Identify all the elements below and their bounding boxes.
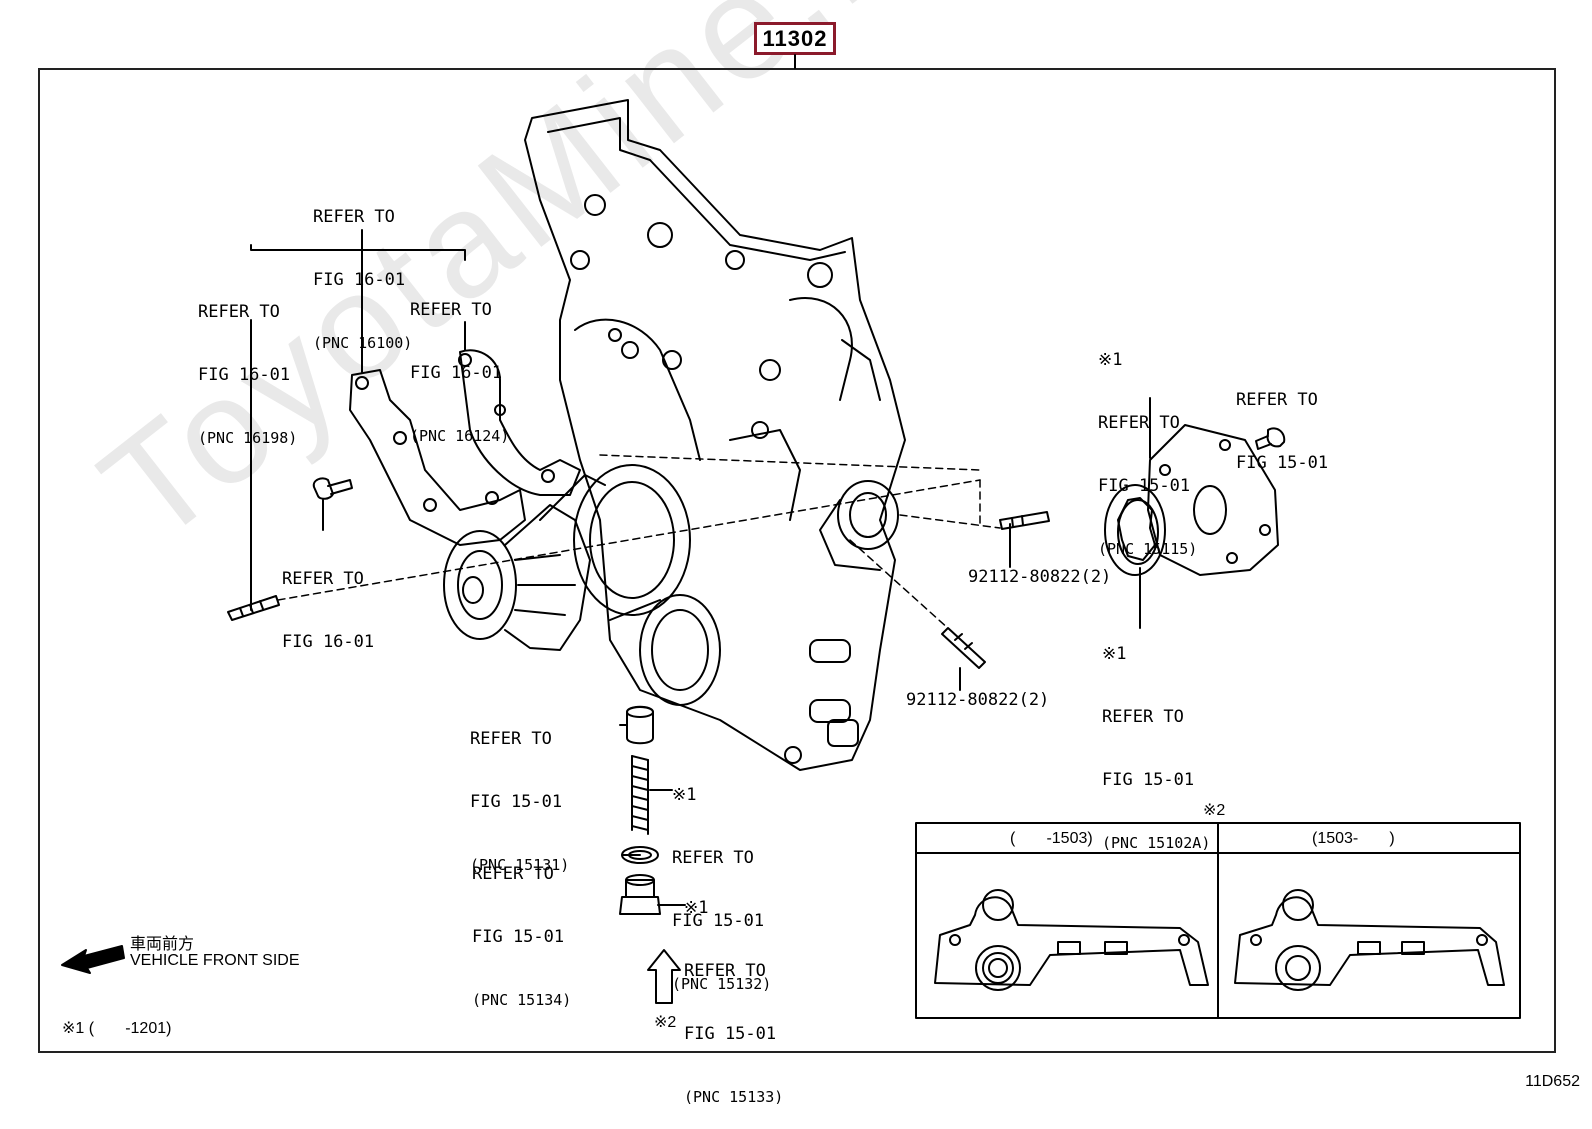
- up-arrow: [647, 949, 681, 1004]
- relief-spring: [631, 755, 649, 835]
- callout-line2: FIG 15-01: [672, 911, 765, 931]
- callout-line1: REFER TO: [410, 300, 492, 320]
- callout-line2: FIG 15-01: [1236, 453, 1329, 473]
- oil-pump-rotor: [1104, 484, 1166, 576]
- gasket-center: [458, 349, 581, 496]
- callout-relief-spring[interactable]: ※1 REFER TO FIG 15-01 (PNC 15132): [672, 743, 771, 1016]
- callout-line2: FIG 15-01: [1102, 770, 1195, 790]
- diagram-frame: [38, 68, 1556, 1053]
- callout-pump-bolt[interactable]: REFER TO FIG 15-01: [1236, 348, 1328, 495]
- water-pump: [443, 474, 606, 651]
- callout-line1: REFER TO: [672, 848, 754, 868]
- callout-line1: REFER TO: [684, 961, 766, 981]
- callout-relief-valve[interactable]: REFER TO FIG 15-01 (PNC 15131): [470, 687, 569, 897]
- stud-lower: [941, 627, 986, 669]
- part-number-stud-lower[interactable]: 92112-80822(2): [906, 690, 1050, 710]
- callout-gasket-main[interactable]: REFER TO FIG 16-01 (PNC 16100): [313, 165, 412, 375]
- callout-mark: ※1: [1102, 644, 1127, 664]
- timing-cover: [524, 99, 906, 771]
- callout-bolt-pump[interactable]: REFER TO FIG 16-01: [282, 527, 374, 674]
- bolt-pump-left: [312, 477, 353, 500]
- direction-label-en: VEHICLE FRONT SIDE: [130, 952, 300, 969]
- callout-line2: FIG 16-01: [282, 632, 375, 652]
- gasket-left: [349, 369, 526, 546]
- arrow-mark: ※2: [654, 1014, 677, 1031]
- callout-pump-cover[interactable]: ※1 REFER TO FIG 15-01 (PNC 15115): [1098, 308, 1197, 581]
- callout-line2: FIG 15-01: [684, 1024, 777, 1044]
- callout-line2: FIG 16-01: [410, 363, 503, 383]
- timing-cover-illustration: [61, 54, 1521, 1019]
- part-group-button[interactable]: 11302: [754, 22, 836, 55]
- inset-left-label: ( -1503): [1010, 830, 1093, 847]
- callout-pnc: (PNC 15132): [672, 975, 772, 993]
- callout-mark: ※1: [1098, 350, 1123, 370]
- callout-gasket-washer[interactable]: REFER TO FIG 15-01 (PNC 15134): [472, 822, 571, 1032]
- stud-right: [999, 511, 1050, 530]
- callout-pnc: (PNC 15133): [684, 1088, 784, 1106]
- callout-line2: FIG 15-01: [470, 792, 563, 812]
- callout-line1: REFER TO: [198, 302, 280, 322]
- callout-line1: REFER TO: [1236, 390, 1318, 410]
- oil-pump-bolt: [1255, 427, 1286, 450]
- vehicle-front-arrow: [61, 945, 125, 974]
- callout-pnc: (PNC 15115): [1098, 540, 1198, 558]
- callout-pnc: (PNC 16100): [313, 334, 413, 352]
- callout-line1: REFER TO: [1098, 413, 1180, 433]
- callout-line1: REFER TO: [313, 207, 395, 227]
- callout-line1: REFER TO: [470, 729, 552, 749]
- callout-pnc: (PNC 16124): [410, 427, 510, 445]
- callout-mark: ※1: [672, 785, 697, 805]
- callout-line1: REFER TO: [1102, 707, 1184, 727]
- callout-line1: REFER TO: [472, 864, 554, 884]
- callout-plug[interactable]: ※1 REFER TO FIG 15-01 (PNC 15133): [684, 856, 783, 1129]
- callout-line2: FIG 16-01: [198, 365, 291, 385]
- callout-pnc: (PNC 15131): [470, 856, 570, 874]
- footnote: ※1 ( -1201): [62, 1020, 172, 1037]
- callout-gasket-left[interactable]: REFER TO FIG 16-01 (PNC 16198): [198, 260, 297, 470]
- callout-mark: ※1: [684, 898, 709, 918]
- callout-pump-rotor[interactable]: ※1 REFER TO FIG 15-01 (PNC 15102A): [1102, 602, 1210, 875]
- callout-gasket-right[interactable]: REFER TO FIG 16-01 (PNC 16124): [410, 258, 509, 468]
- relief-plug: [619, 874, 661, 915]
- stud-left: [227, 595, 280, 621]
- direction-label-jp: 車両前方: [130, 936, 195, 953]
- callout-pnc: (PNC 15102A): [1102, 834, 1211, 852]
- oil-pump-cover: [1147, 424, 1279, 576]
- part-number-stud-right[interactable]: 92112-80822(2): [968, 567, 1112, 587]
- inset-mark: ※2: [1203, 802, 1226, 819]
- callout-line1: REFER TO: [282, 569, 364, 589]
- callout-pnc: (PNC 16198): [198, 429, 298, 447]
- callout-line2: FIG 15-01: [1098, 476, 1191, 496]
- inset-right-label: (1503- ): [1312, 830, 1395, 847]
- relief-valve: [626, 705, 654, 745]
- callout-pnc: (PNC 15134): [472, 991, 572, 1009]
- figure-code: 11D652: [1525, 1073, 1580, 1090]
- callout-line2: FIG 16-01: [313, 270, 406, 290]
- inset-box: [915, 822, 1521, 1019]
- callout-line2: FIG 15-01: [472, 927, 565, 947]
